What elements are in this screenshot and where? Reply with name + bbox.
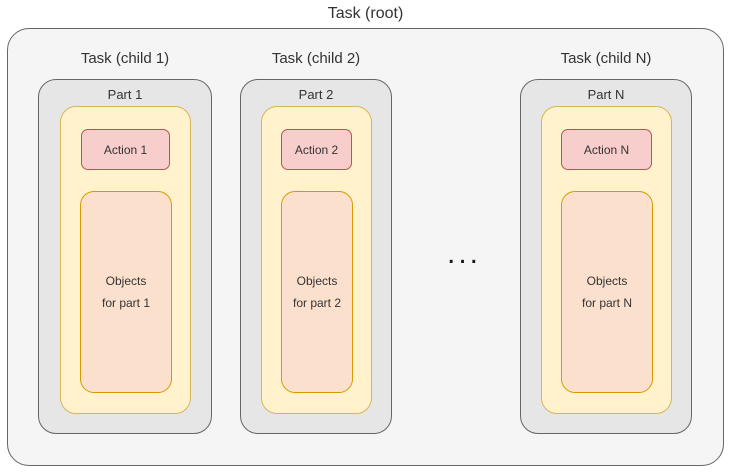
action-label-1: Action 1 — [103, 142, 148, 157]
objects-label-line1-2: Objects — [296, 274, 338, 288]
action-box-1: Action 1 — [81, 129, 170, 170]
part-title-n: Part N — [587, 87, 625, 102]
root-task-title: Task (root) — [327, 5, 404, 22]
child-task-title-1: Task (child 1) — [80, 50, 170, 67]
objects-label-2: Objects for part 2 — [282, 270, 352, 314]
objects-label-n: Objects for part N — [562, 270, 652, 314]
objects-label-line1-1: Objects — [105, 274, 147, 288]
objects-label-line2-1: for part 1 — [101, 296, 151, 310]
objects-box-2: Objects for part 2 — [281, 191, 353, 393]
action-label-n: Action N — [583, 142, 630, 157]
objects-label-line1-n: Objects — [586, 274, 628, 288]
part-title-2: Part 2 — [298, 87, 334, 102]
action-box-2: Action 2 — [281, 129, 352, 170]
objects-label-1: Objects for part 1 — [81, 270, 171, 314]
child-task-title-2: Task (child 2) — [271, 50, 361, 67]
action-box-n: Action N — [561, 129, 652, 170]
action-label-2: Action 2 — [294, 142, 339, 157]
objects-box-1: Objects for part 1 — [80, 191, 172, 393]
objects-box-n: Objects for part N — [561, 191, 653, 393]
part-title-1: Part 1 — [107, 87, 143, 102]
ellipsis-separator: ... — [446, 237, 481, 270]
objects-label-line2-2: for part 2 — [292, 296, 342, 310]
child-task-title-n: Task (child N) — [560, 50, 652, 67]
objects-label-line2-n: for part N — [581, 296, 632, 310]
